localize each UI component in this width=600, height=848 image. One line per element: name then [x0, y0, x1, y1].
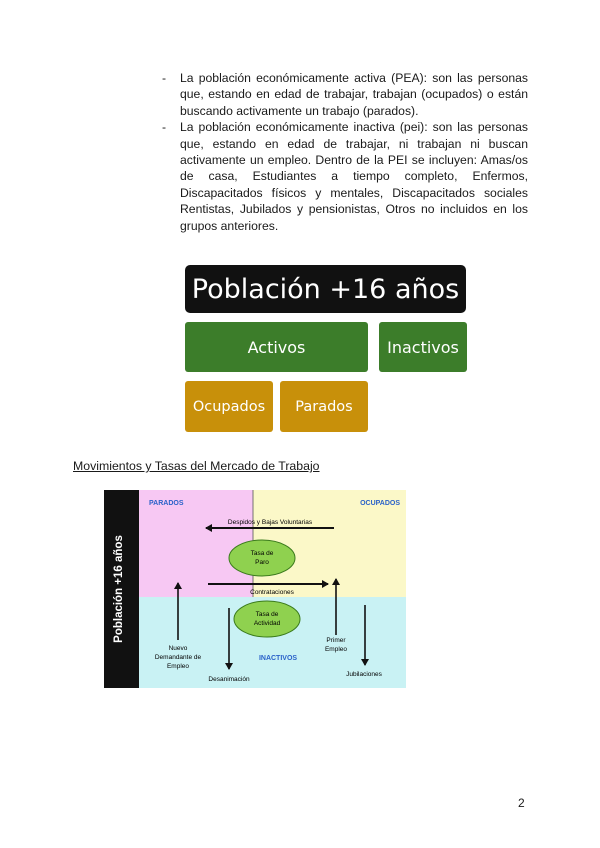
definitions-list: - La población económicamente activa (PE…: [160, 70, 528, 234]
label-despidos: Despidos y Bajas Voluntarias: [228, 519, 313, 526]
label-nuevo-1: Nuevo: [169, 645, 188, 652]
label-desanimacion: Desanimación: [208, 676, 250, 683]
label-primer-1: Primer: [326, 637, 346, 644]
label-nuevo-3: Empleo: [167, 663, 189, 670]
label-inactivos: INACTIVOS: [259, 655, 297, 662]
box-activos: Activos: [185, 322, 368, 372]
bullet-pea: - La población económicamente activa (PE…: [160, 70, 528, 119]
label-tasa-paro-1: Tasa de: [251, 550, 274, 557]
label-primer-2: Empleo: [325, 646, 347, 653]
parados-region: [139, 490, 253, 597]
diagram-svg: Población +16 años PARADOS OCUPADOS INAC…: [104, 490, 406, 688]
label-parados: PARADOS: [149, 500, 184, 507]
label-tasa-actividad-2: Actividad: [254, 620, 281, 627]
label-nuevo-2: Demandante de: [155, 654, 202, 661]
section-title: Movimientos y Tasas del Mercado de Traba…: [73, 459, 320, 473]
bullet-marker: -: [162, 71, 167, 85]
box-poblacion: Población +16 años: [185, 265, 466, 313]
side-bar: [104, 490, 139, 688]
ellipse-tasa-paro: [228, 539, 296, 577]
side-label: Población +16 años: [113, 535, 125, 643]
page-number: 2: [518, 796, 525, 810]
label-contrataciones: Contrataciones: [250, 589, 294, 596]
bullet-text: La población económicamente inactiva (pe…: [180, 120, 528, 233]
label-tasa-paro-2: Paro: [255, 559, 269, 566]
label-jubilaciones: Jubilaciones: [346, 671, 383, 678]
box-ocupados: Ocupados: [185, 381, 273, 432]
bullet-text: La población económicamente activa (PEA)…: [180, 71, 528, 118]
bullet-pei: - La población económicamente inactiva (…: [160, 119, 528, 234]
box-parados: Parados: [280, 381, 368, 432]
ellipse-tasa-actividad: [233, 600, 301, 638]
label-tasa-actividad-1: Tasa de: [256, 611, 279, 618]
labor-market-diagram: Población +16 años PARADOS OCUPADOS INAC…: [104, 490, 406, 688]
label-ocupados: OCUPADOS: [360, 500, 400, 507]
bullet-marker: -: [162, 120, 167, 135]
box-inactivos: Inactivos: [379, 322, 467, 372]
